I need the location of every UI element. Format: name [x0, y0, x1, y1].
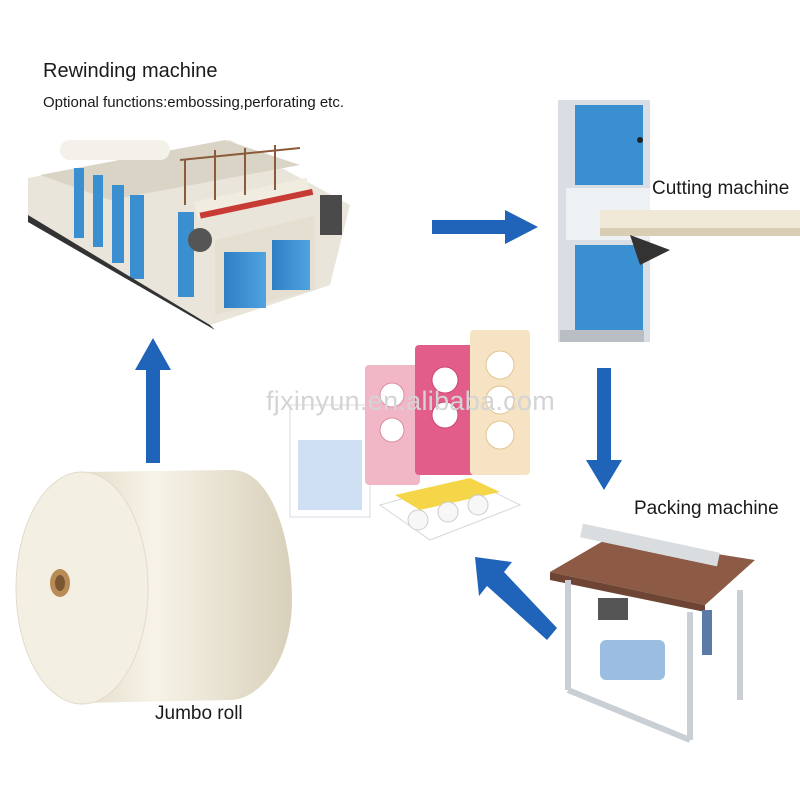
rewinding-machine-title: Rewinding machine	[43, 60, 218, 82]
jumbo-roll-image	[15, 470, 292, 705]
arrow-up-icon	[135, 338, 171, 463]
rewinding-machine-image	[28, 140, 350, 330]
watermark: fjxinyun.en.alibaba.com	[266, 386, 556, 416]
rewinding-machine-subtitle: Optional functions:embossing,perforating…	[43, 94, 345, 111]
jumbo-roll-label: Jumbo roll	[155, 703, 243, 724]
arrow-down-icon	[586, 368, 622, 490]
arrow-up-left-icon	[475, 557, 557, 640]
packing-machine-label: Packing machine	[634, 498, 779, 519]
cutting-machine-label: Cutting machine	[652, 178, 790, 199]
cutting-machine-image	[558, 100, 800, 342]
tissue-products-image	[289, 330, 530, 541]
arrow-right-icon	[432, 210, 538, 244]
flow-arrows	[135, 210, 622, 640]
packing-machine-image	[550, 523, 755, 743]
